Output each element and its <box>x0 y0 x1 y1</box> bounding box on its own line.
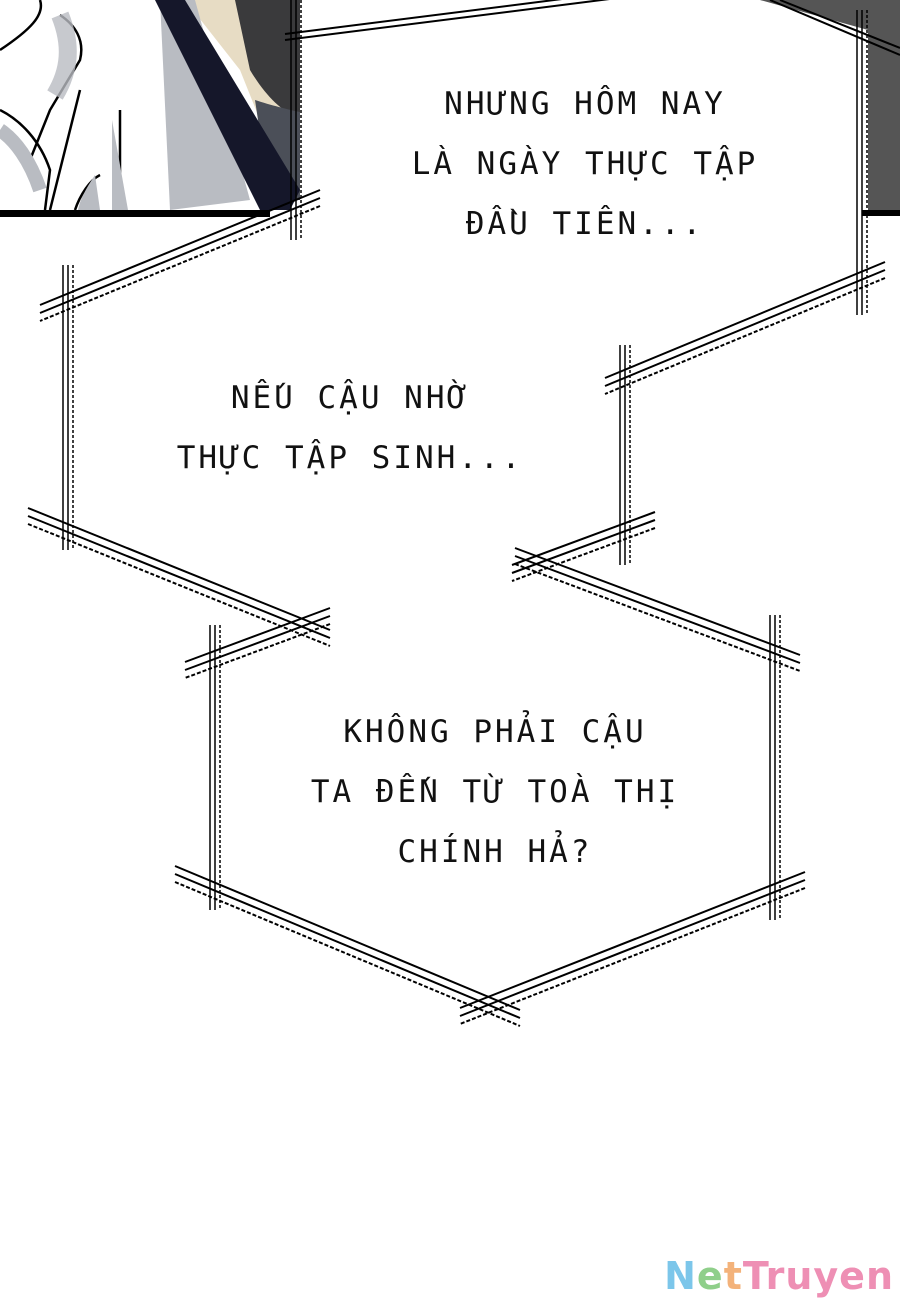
bubble-outline-2 <box>27 189 886 647</box>
watermark-part-4: Truyen <box>742 1254 894 1298</box>
bubble-outline-1 <box>284 0 900 315</box>
speech-bubble-1: NHƯNG HÔM NAY LÀ NGÀY THỰC TẬP ĐẦU TIÊN.… <box>395 74 775 254</box>
speech-bubble-2: NẾU CẬU NHỜ THỰC TẬP SINH... <box>175 368 525 488</box>
bubble-1-line-2: LÀ NGÀY THỰC TẬP <box>411 146 759 182</box>
bubble-outline-3 <box>174 547 806 1027</box>
bubble-1-line-3: ĐẦU TIÊN... <box>465 206 705 242</box>
watermark-part-3: t <box>723 1254 743 1298</box>
bubble-3-line-2: TA ĐẾN TỪ TOÀ THỊ <box>310 774 680 810</box>
top-panel-illustration <box>0 0 900 217</box>
bubble-3-line-3: CHÍNH HẢ? <box>397 834 593 870</box>
bubble-2-line-1: NẾU CẬU NHỜ <box>230 380 470 416</box>
bubble-2-line-2: THỰC TẬP SINH... <box>176 440 524 476</box>
watermark-part-2: e <box>696 1254 724 1298</box>
watermark-part-1: N <box>664 1254 697 1298</box>
bubble-1-line-1: NHƯNG HÔM NAY <box>444 86 726 122</box>
nettruyen-watermark: NetTruyen <box>664 1254 894 1298</box>
bubble-3-line-1: KHÔNG PHẢI CẬU <box>343 714 647 750</box>
speech-bubble-3: KHÔNG PHẢI CẬU TA ĐẾN TỪ TOÀ THỊ CHÍNH H… <box>305 702 685 882</box>
